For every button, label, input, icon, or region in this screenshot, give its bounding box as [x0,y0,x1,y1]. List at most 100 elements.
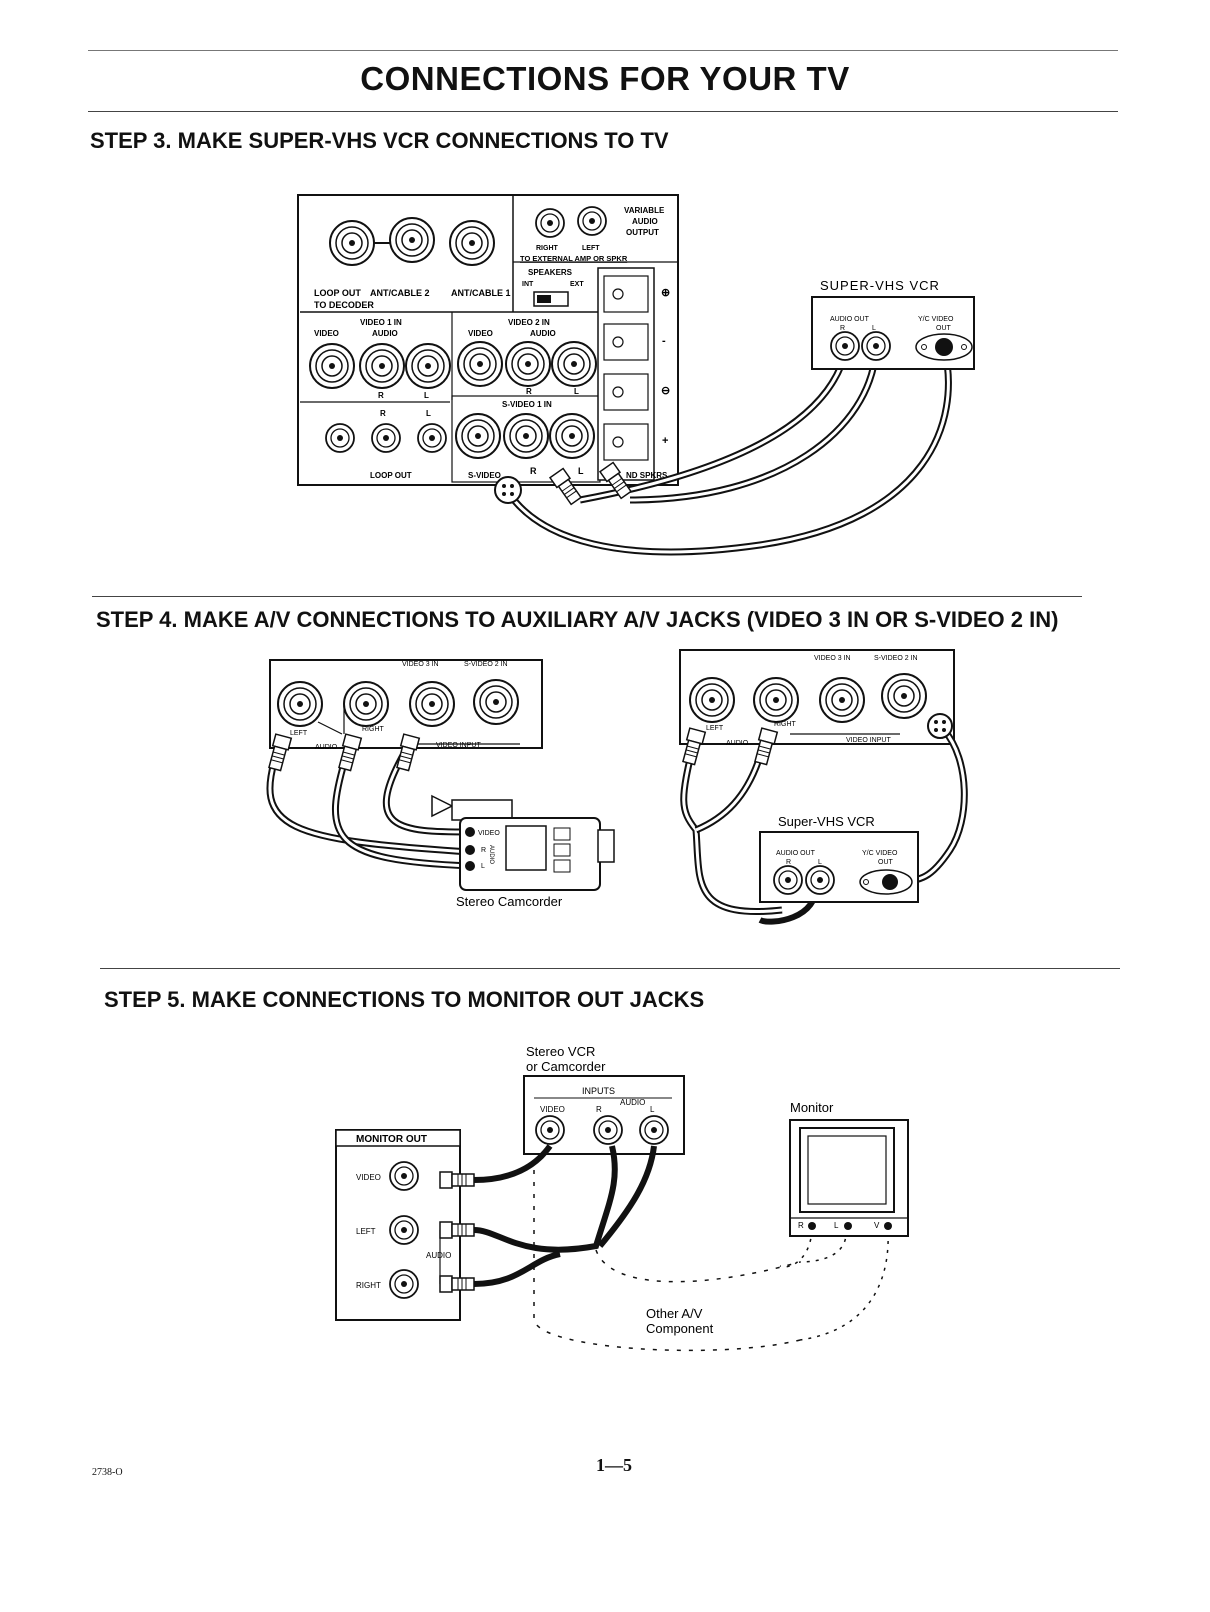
step4-vcr-yc: Y/C VIDEO [862,850,898,857]
s4l-left-label: LEFT [290,730,308,737]
step3-vcr-audio-r-jack [830,331,860,361]
step3-vcr-audio-out: AUDIO OUT [830,316,870,323]
sv-r-label: R [530,466,537,476]
monitor-name: Monitor [790,1100,834,1115]
other-line2: Component [646,1321,714,1336]
mo-right-label: RIGHT [356,1281,381,1290]
svideo1-jack [455,413,501,459]
var-audio-left-jack [577,206,607,236]
monitor-l-label: L [834,1221,839,1230]
step4-left-panel: VIDEO 3 IN S-VIDEO 2 IN LEFT RIGHT AUDIO… [269,659,543,751]
s4r-video-jack [819,677,865,723]
s4r-left-jack [689,677,735,723]
title-rule [88,111,1118,112]
camcorder-name: Stereo Camcorder [456,894,563,909]
step4-rule [92,596,1082,597]
step3-vcr-name: SUPER-VHS VCR [820,278,940,293]
step4-vcr-name: Super-VHS VCR [778,814,875,829]
step3-vcr-r: R [840,325,845,332]
camcorder-l-label: L [481,863,485,870]
video2-video-label: VIDEO [468,329,493,338]
step3-tv-panel: LOOP OUT ANT/CABLE 2 ANT/CABLE 1 TO DECO… [297,194,679,486]
step5-rule [100,968,1120,969]
variable-label: VARIABLE [624,206,665,215]
s4l-right-jack [343,681,389,727]
ant-cable1-jack [449,220,495,266]
v2-r-label: R [526,387,532,396]
other-line1: Other A/V [646,1306,703,1321]
mo-video-jack [389,1161,419,1191]
step4-vcr-yc-jack [882,874,898,890]
step3-vcr-l: L [872,325,876,332]
int-label: INT [522,281,534,288]
step4-vcr-out: OUT [878,859,894,866]
s4r-right-jack [753,677,799,723]
step4-vcr-audio-out: AUDIO OUT [776,850,816,857]
video1-audio-r-jack [359,343,405,389]
var-right-label: RIGHT [536,245,559,252]
step3-vcr-yc-jack [935,338,953,356]
camcorder-video-label: VIDEO [478,830,500,837]
to-decoder-label: TO DECODER [314,300,374,310]
video2-audio-l-jack [551,341,597,387]
video2-video-jack [457,341,503,387]
ant-cable1-label: ANT/CABLE 1 [451,288,511,298]
monitor-r-jack [808,1222,816,1230]
monitor-r-label: R [798,1221,804,1230]
page-number: 1—5 [596,1455,632,1475]
step5-heading: STEP 5. MAKE CONNECTIONS TO MONITOR OUT … [104,987,705,1012]
step4-vcr-audio-r-jack [773,865,803,895]
other-component: Other A/V Component [646,1306,714,1336]
step5-vcr-inputs: INPUTS [582,1086,615,1096]
speakers-label: SPEAKERS [528,268,573,277]
s4r-video3-label: VIDEO 3 IN [814,655,851,662]
plus-sign-icon: + [662,435,668,447]
s4l-left-jack [277,681,323,727]
step3-heading: STEP 3. MAKE SUPER-VHS VCR CONNECTIONS T… [90,128,669,153]
svideo-label: S-VIDEO [468,471,501,480]
loop-l-label: L [426,409,431,418]
v1-l-label: L [424,391,429,400]
minus-circle-icon: ⊖ [661,385,670,397]
v1-r-label: R [378,391,384,400]
var-audio-right-jack [535,208,565,238]
loop-out-video-jack [325,423,355,453]
monitor-v-label: V [874,1221,880,1230]
camcorder-audio-vertical: AUDIO [488,845,494,864]
step5-cables [473,1144,889,1352]
s4r-right-label: RIGHT [774,721,797,728]
loop-out-r-jack [371,423,401,453]
s4l-right-label: RIGHT [362,726,385,733]
step5-vcr-name1: Stereo VCR [526,1044,595,1059]
step5-vcr-r-jack [593,1115,623,1145]
monitor: Monitor R L V [789,1100,909,1237]
s4r-left-label: LEFT [706,725,724,732]
s4l-svideo2-label: S-VIDEO 2 IN [464,661,508,668]
camcorder: VIDEO R L AUDIO Stereo Camcorder [431,794,615,909]
video1-video-jack [309,343,355,389]
sv-l-label: L [578,466,584,476]
step3-vcr-out: OUT [936,325,952,332]
mo-right-jack [389,1269,419,1299]
s4r-svideo-jack [881,673,927,719]
s4r-svideo2-label: S-VIDEO 2 IN [874,655,918,662]
to-external-label: TO EXTERNAL AMP OR SPKR [520,254,628,263]
page-title: CONNECTIONS FOR YOUR TV [360,60,850,97]
step5-vcr-name2: or Camcorder [526,1059,606,1074]
step5-vcr-l-jack [639,1115,669,1145]
loop-out-jack [329,220,375,266]
camcorder-r-label: R [481,847,486,854]
step4-right-plugs [680,713,953,766]
s4l-video3-label: VIDEO 3 IN [402,661,439,668]
plus-terminal-icon: ⊕ [661,287,670,299]
step5-vcr-audio: AUDIO [620,1098,645,1107]
loop-out-l-jack [417,423,447,453]
step4-vcr-r: R [786,859,791,866]
s4r-video-input-label: VIDEO INPUT [846,737,891,744]
step3-vcr-yc: Y/C VIDEO [918,316,954,323]
doc-code: 2738-O [92,1467,123,1478]
var-left-label: LEFT [582,245,600,252]
mo-audio-label: AUDIO [426,1251,451,1260]
video2-audio-r-jack [505,341,551,387]
video2-in-label: VIDEO 2 IN [508,318,550,327]
